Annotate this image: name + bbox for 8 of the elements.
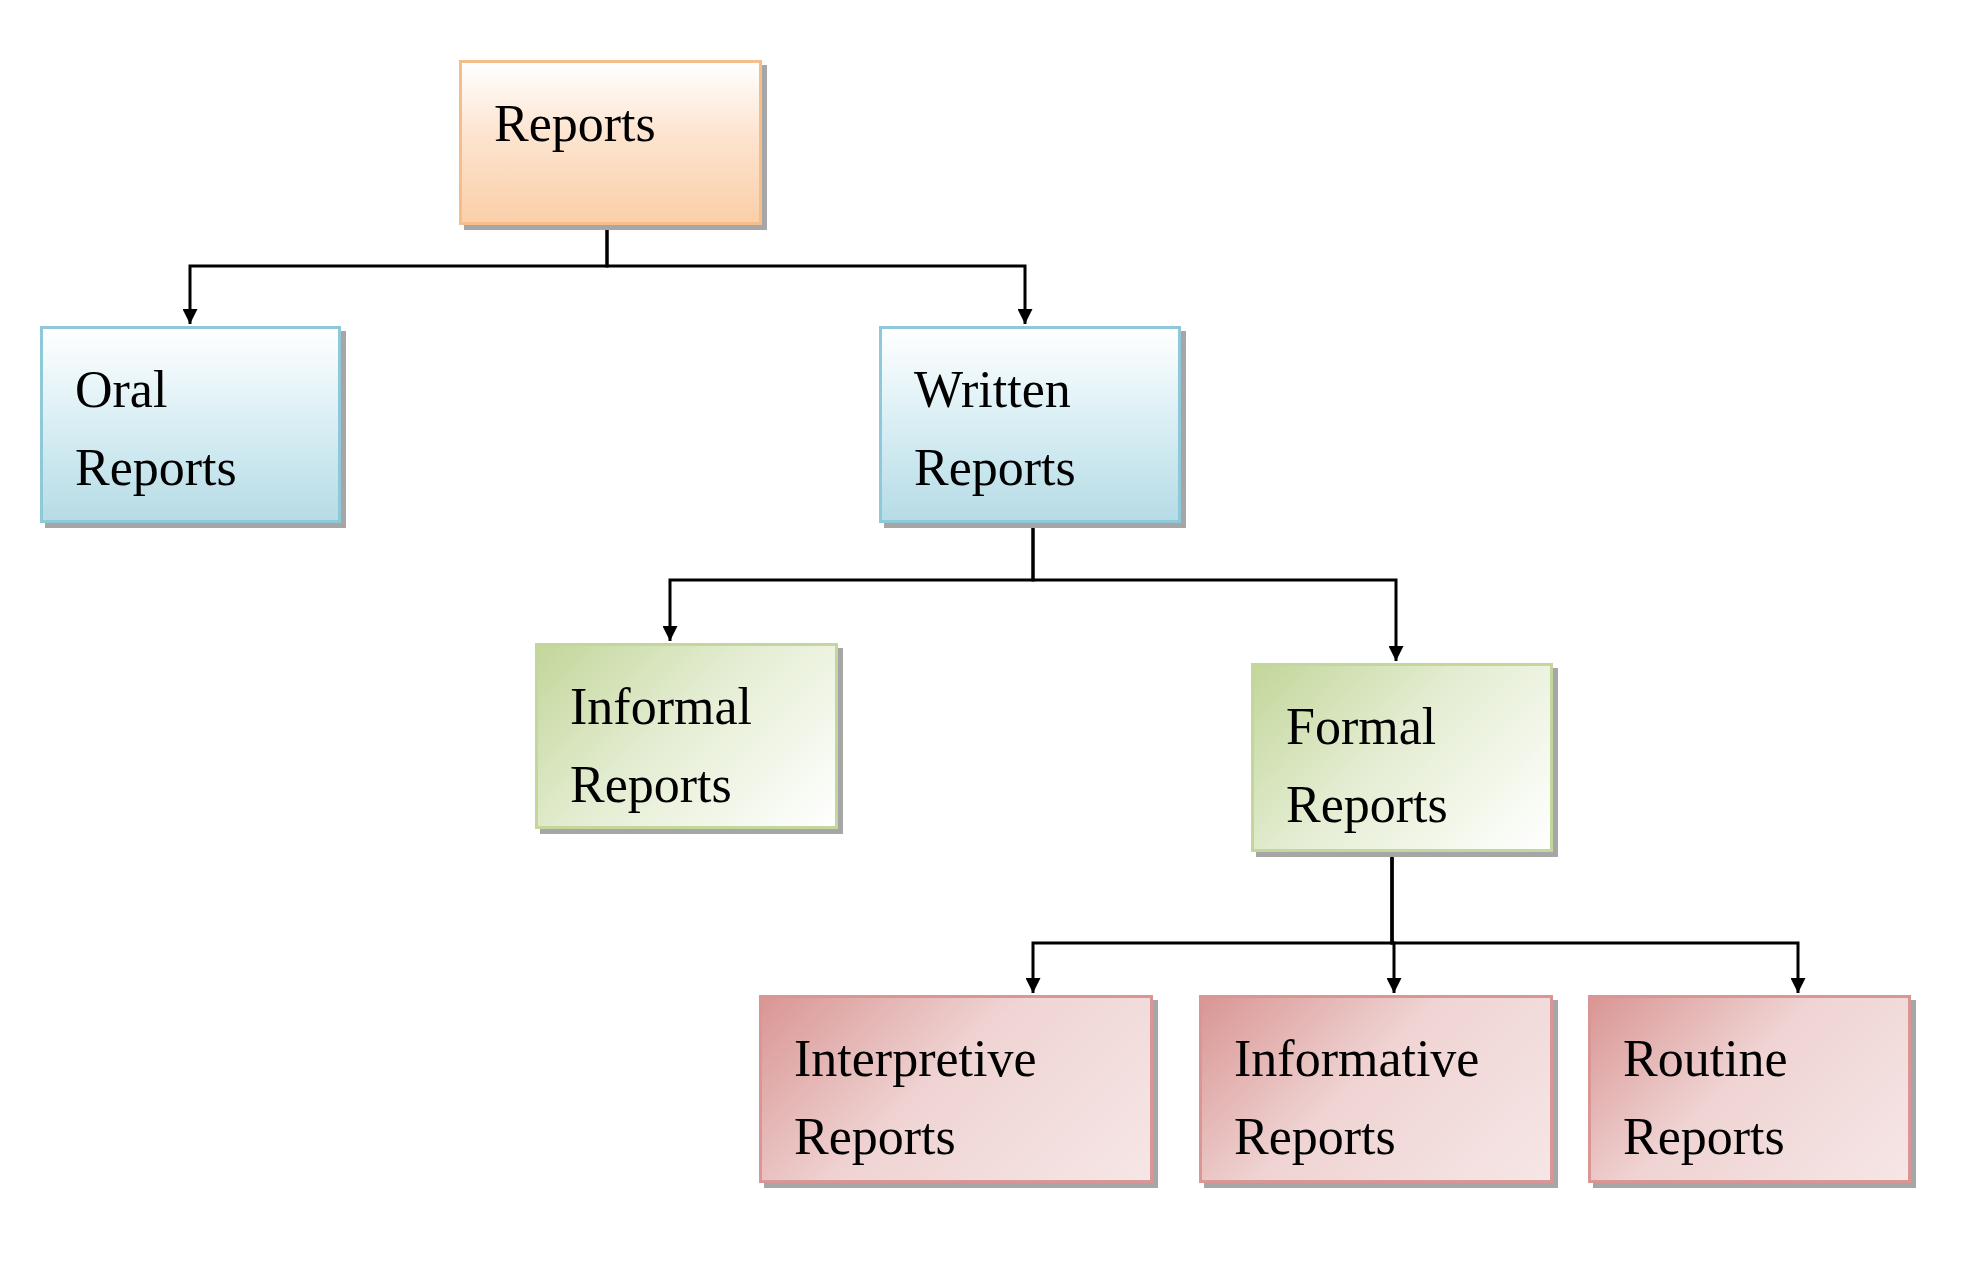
box-label: Oral Reports <box>75 360 238 498</box>
box-label: Interpretive Reports <box>794 1029 1038 1167</box>
box-label: Routine Reports <box>1623 1029 1789 1167</box>
box-label: Written Reports <box>914 360 1077 498</box>
box-label: Reports <box>494 94 657 154</box>
box-label: Informative Reports <box>1234 1029 1481 1167</box>
box-label: Formal Reports <box>1286 697 1449 835</box>
box-label: Informal Reports <box>570 677 753 815</box>
